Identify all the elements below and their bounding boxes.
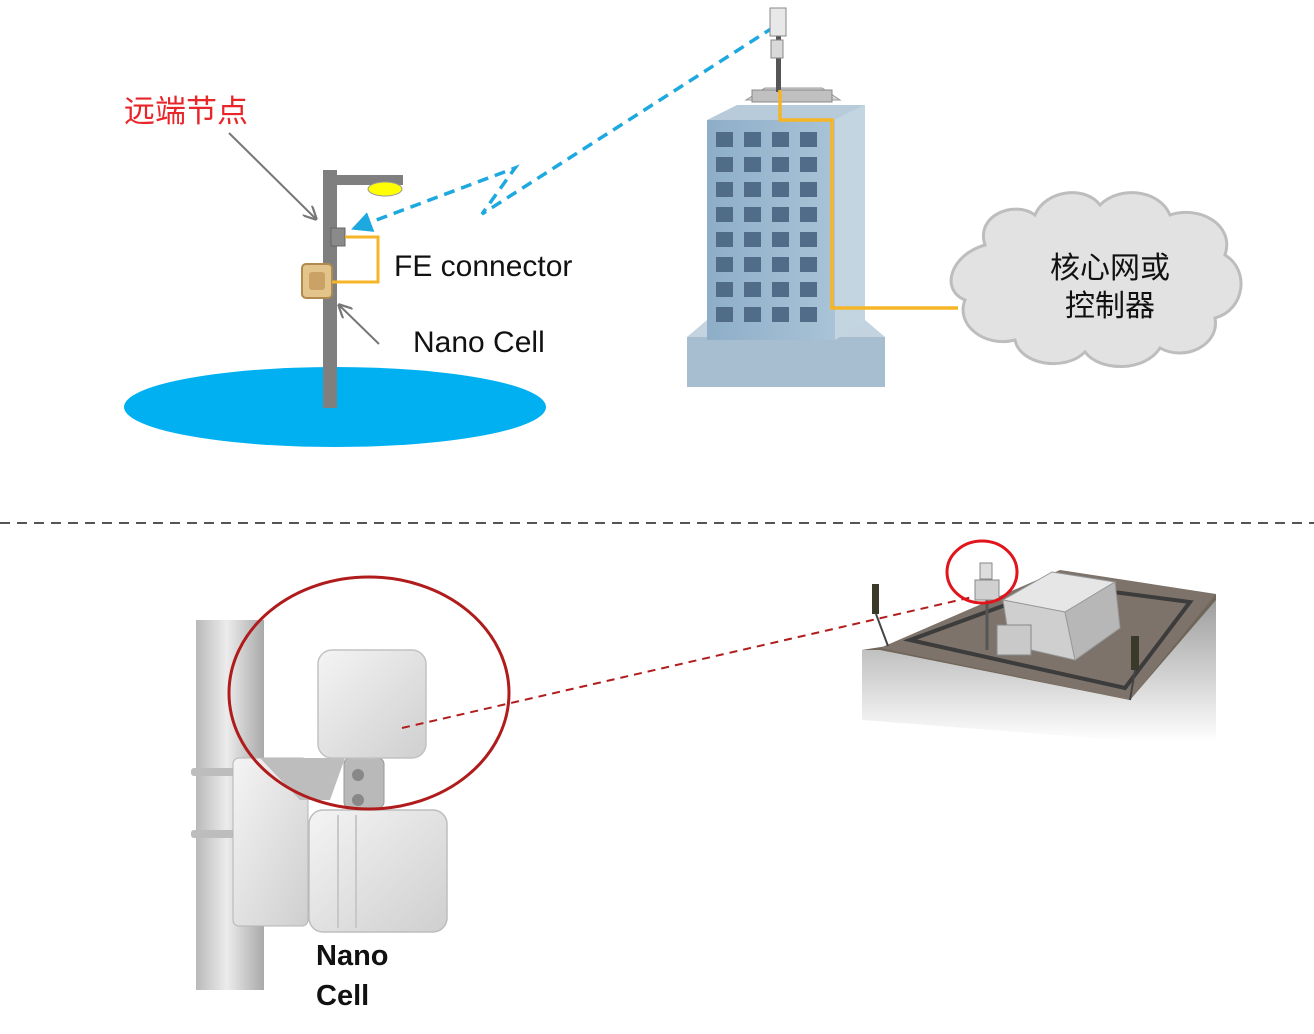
building-window — [800, 182, 817, 197]
core-network-label: 核心网或 控制器 — [1010, 250, 1210, 326]
nano-cell-photo-icon — [308, 649, 448, 933]
building-window — [772, 132, 789, 147]
building-window — [716, 157, 733, 172]
building-window — [744, 132, 761, 147]
building-window — [744, 207, 761, 222]
building-window — [772, 307, 789, 322]
building-window — [744, 182, 761, 197]
building-window — [800, 132, 817, 147]
core-network-line2: 控制器 — [1065, 289, 1155, 324]
building-window — [800, 207, 817, 222]
building-window — [716, 257, 733, 272]
highlight-circle-left — [227, 575, 511, 811]
building-window — [772, 182, 789, 197]
building-window — [772, 207, 789, 222]
cloud-icon — [949, 191, 1243, 368]
remote-node-label: 远端节点 — [124, 94, 248, 130]
building-window — [800, 307, 817, 322]
nano-cell-icon — [301, 227, 346, 299]
building-window — [716, 132, 733, 147]
fe-connector-label: FE connector — [394, 250, 573, 283]
rooftop-icon — [862, 562, 1216, 742]
wireless-link — [351, 25, 775, 232]
nano-cell-pointer — [339, 305, 380, 345]
remote-node-pointer — [228, 132, 316, 219]
building-window — [800, 232, 817, 247]
building-window — [772, 282, 789, 297]
core-network-line1: 核心网或 — [1050, 251, 1170, 286]
nano-cell-photo-line1: Nano — [316, 940, 389, 972]
building-window — [772, 257, 789, 272]
building-window — [716, 207, 733, 222]
building-window — [744, 307, 761, 322]
nano-cell-photo-label: Nano Cell — [316, 936, 389, 1016]
location-link — [401, 592, 991, 729]
fiber-link — [778, 90, 958, 310]
office-building-icon — [687, 87, 885, 387]
building-window — [716, 282, 733, 297]
nano-cell-photo-line2: Cell — [316, 980, 370, 1012]
building-window — [716, 307, 733, 322]
antenna-icon — [769, 7, 787, 92]
highlight-circle-right — [945, 539, 1019, 605]
building-window — [744, 232, 761, 247]
building-window — [800, 282, 817, 297]
building-window — [800, 157, 817, 172]
building-window — [744, 157, 761, 172]
building-window — [772, 157, 789, 172]
building-window — [772, 232, 789, 247]
building-window — [744, 257, 761, 272]
building-window — [744, 282, 761, 297]
building-window — [716, 182, 733, 197]
building-window — [800, 257, 817, 272]
building-window — [716, 232, 733, 247]
fe-connector-link — [332, 235, 380, 284]
nano-cell-label: Nano Cell — [413, 326, 545, 359]
